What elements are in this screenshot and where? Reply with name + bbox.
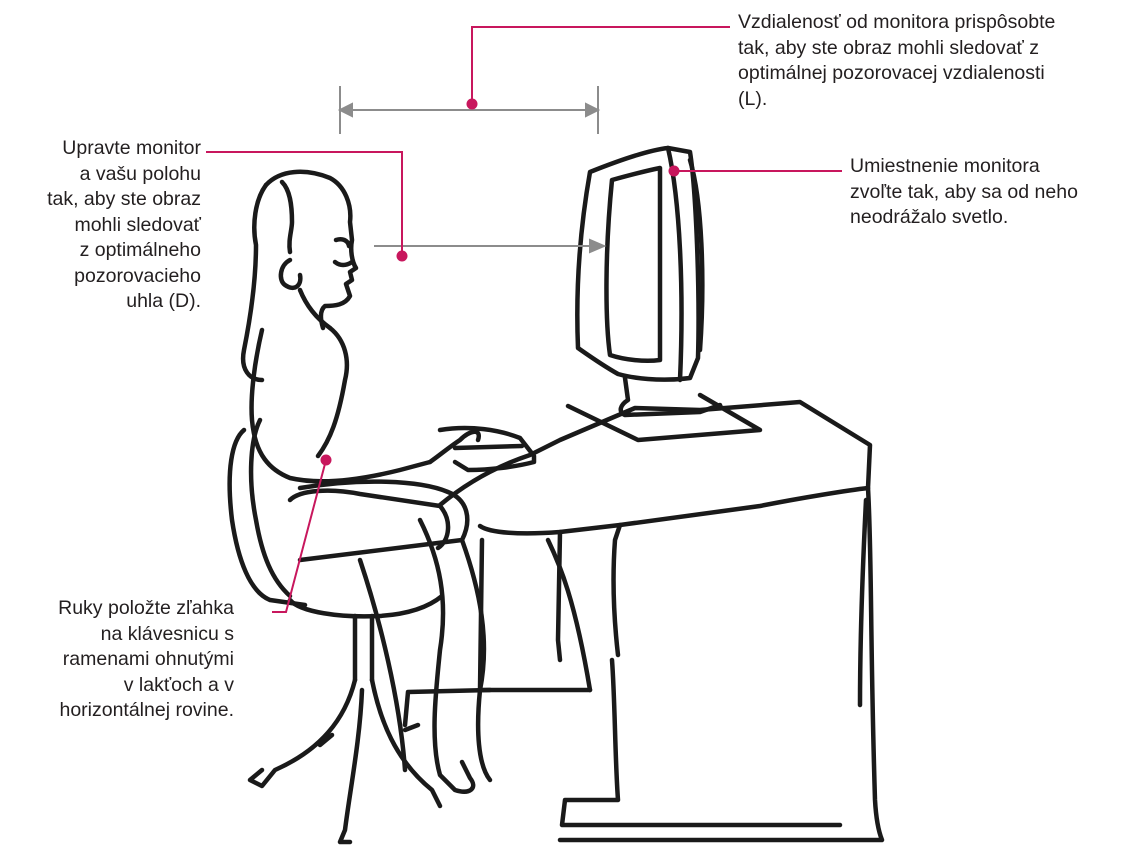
person [240,169,493,794]
callout-viewing-distance: Vzdialenosť od monitora prispôsobte tak,… [738,10,1055,112]
leader-angle [206,151,403,256]
callout-line: tak, aby ste obraz [47,188,201,210]
callout-line: uhla (D). [126,290,201,312]
callout-line: ramenami ohnutými [62,648,234,670]
dot-distance [466,98,478,110]
callout-line: optimálnej pozorovacej vzdialenosti [738,62,1045,84]
sight-line-arrow [374,238,607,254]
distance-dimension [337,86,601,134]
chair [227,417,451,845]
callout-line: v lakťoch a v [123,673,234,696]
callout-line: a vašu polohu [79,162,201,185]
callout-viewing-angle: Upravte monitor a vašu polohu tak, aby s… [47,136,201,315]
monitor [565,145,763,443]
keyboard [437,425,537,473]
callout-line: Vzdialenosť od monitora prispôsobte [738,11,1056,33]
callout-line: Upravte monitor [62,137,201,159]
callout-line: z optimálneho [79,239,201,261]
callout-dots [320,98,680,466]
callout-line: Ruky položte zľahka [58,597,234,619]
callout-line: pozorovacieho [74,264,201,287]
dot-hands [320,454,332,466]
callout-line: Umiestnenie monitora [850,155,1040,177]
leader-distance [471,26,730,104]
callout-line: na klávesnicu s [100,622,234,645]
callout-line: (L). [738,87,768,110]
callout-line: horizontálnej rovine. [59,699,234,721]
dot-angle [396,250,408,262]
callout-hand-position: Ruky položte zľahka na klávesnicu s rame… [58,596,234,724]
callout-line: neodrážalo svetlo. [850,206,1009,228]
callout-monitor-placement: Umiestnenie monitora zvoľte tak, aby sa … [850,154,1078,231]
callout-line: tak, aby ste obraz mohli sledovať z [738,36,1040,59]
callout-line: mohli sledovať [74,213,201,236]
leader-hands [272,459,327,613]
line-drawing [227,145,885,845]
dot-placement [668,165,680,177]
callout-line: zvoľte tak, aby sa od neho [850,180,1078,203]
callout-leaders [206,26,842,613]
